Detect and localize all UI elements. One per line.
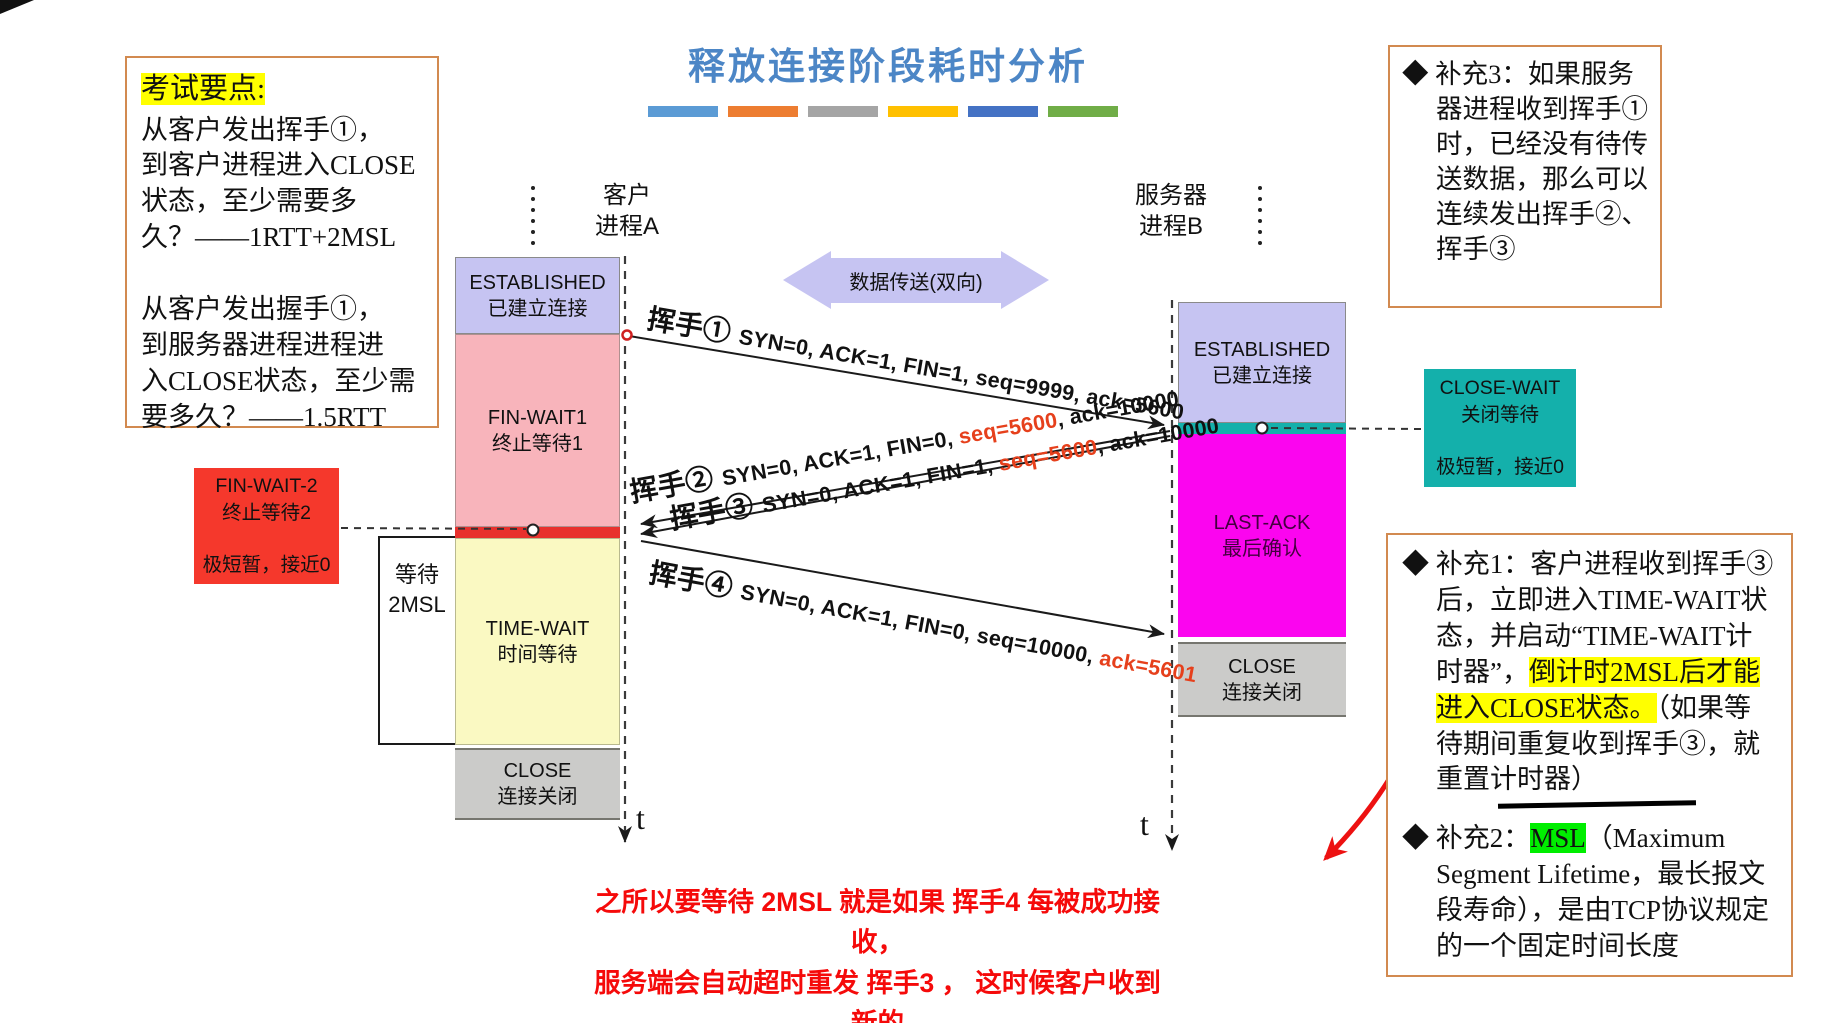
exam-points-heading: 考试要点: — [141, 73, 266, 105]
server-timeline-dots — [1258, 186, 1262, 245]
data-transfer-left-arrow-icon — [783, 251, 831, 309]
bottom-red-note: 之所以要等待 2MSL 就是如果 挥手4 每被成功接收， 服务端会自动超时重发 … — [594, 887, 1161, 1023]
handshake-name: 挥手① — [645, 303, 734, 348]
data-transfer-right-arrow-icon — [1001, 251, 1049, 309]
accent-bars — [648, 106, 1118, 117]
client-state-established: ESTABLISHED 已建立连接 — [455, 257, 620, 334]
client-state-fin-wait2-strip — [455, 527, 620, 538]
page-title: 释放连接阶段耗时分析 — [688, 46, 1088, 87]
server-axis-t-label: t — [1140, 806, 1149, 842]
client-state-time-wait: TIME-WAIT 时间等待 — [455, 538, 620, 745]
note2-text: ◆ 补充2：MSL（Maximum Segment Lifetime，最长报文段… — [1402, 823, 1770, 962]
note3-box: ◆ 补充3：如果服务器进程收到挥手①时，已经没有待传送数据，那么可以连续发出挥手… — [1388, 45, 1662, 308]
accent-bar — [728, 106, 798, 117]
note1-text: ◆ 补充1：客户进程收到挥手③后，立即进入TIME-WAIT状态，并启动“TIM… — [1402, 549, 1774, 795]
fin-wait2-callout: FIN-WAIT-2 终止等待2 极短暂，接近0 — [194, 468, 339, 584]
note1-bullet-icon: ◆ — [1402, 549, 1436, 579]
accent-bar — [968, 106, 1038, 117]
note2-bullet-icon: ◆ — [1402, 823, 1436, 854]
client-state-close: CLOSE 连接关闭 — [455, 748, 620, 820]
client-state-fin-wait1: FIN-WAIT1 终止等待1 — [455, 334, 620, 527]
server-state-established: ESTABLISHED 已建立连接 — [1178, 302, 1346, 423]
accent-bar — [648, 106, 718, 117]
client-timeline-dots — [531, 186, 535, 245]
server-state-last-ack: LAST-ACK 最后确认 — [1178, 434, 1346, 637]
note1-highlight-2msl: 倒计时2MSL后 — [1528, 656, 1707, 687]
client-axis-t-label: t — [636, 800, 645, 836]
hand-drawn-underline — [1497, 800, 1697, 810]
handshake-name: 挥手④ — [646, 557, 736, 603]
server-process-label: 服务器 进程B — [1135, 182, 1207, 241]
accent-bar — [888, 106, 958, 117]
note1-note2-box: ◆ 补充1：客户进程收到挥手③后，立即进入TIME-WAIT状态，并启动“TIM… — [1386, 533, 1793, 977]
exam-question-2: 从客户发出握手①， 到服务器进程进程进 入CLOSE状态，至少需 要多久？——1… — [141, 294, 416, 432]
server-state-close: CLOSE 连接关闭 — [1178, 642, 1346, 717]
data-transfer-label: 数据传送(双向) — [831, 258, 1001, 303]
accent-bar — [1048, 106, 1118, 117]
accent-bar — [808, 106, 878, 117]
handshake-params: SYN=0, ACK=1, FIN=0, seq=10000, ack=5601 — [738, 579, 1199, 688]
note2-highlight-msl: MSL — [1530, 823, 1586, 854]
note3-bullet-icon: ◆ — [1402, 59, 1436, 89]
corner-mark — [0, 0, 34, 14]
wait-2msl-label: 等待 2MSL — [388, 562, 446, 617]
exam-points-box: 考试要点: 从客户发出挥手①， 到客户进程进入CLOSE 状态，至少需要多 久？… — [125, 56, 439, 432]
client-process-label: 客户 进程A — [594, 182, 659, 241]
handshake-1-origin-icon — [621, 329, 633, 341]
close-wait-callout: CLOSE-WAIT 关闭等待 极短暂，接近0 — [1424, 369, 1576, 487]
exam-question-1: 从客户发出挥手①， 到客户进程进入CLOSE 状态，至少需要多 久？——1RTT… — [141, 114, 416, 253]
note3-text: ◆ 补充3：如果服务器进程收到挥手①时，已经没有待传送数据，那么可以连续发出挥手… — [1402, 59, 1648, 264]
